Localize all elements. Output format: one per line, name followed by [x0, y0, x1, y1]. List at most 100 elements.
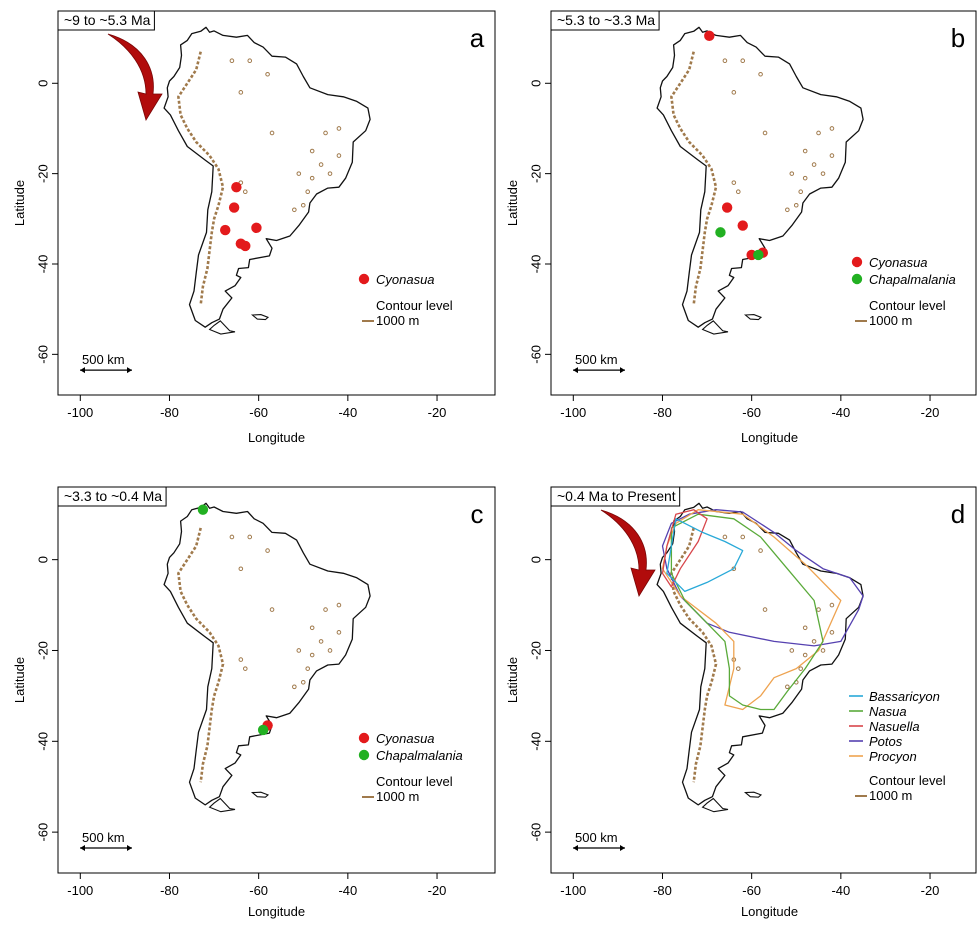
y-tick-label: -20 [528, 164, 543, 183]
scale-bar-label: 500 km [82, 352, 125, 367]
x-tick-label: -40 [831, 405, 850, 420]
x-tick-label: -40 [338, 883, 357, 898]
y-axis-label: Latitude [505, 657, 520, 703]
highland-contour-patch [722, 534, 728, 540]
y-tick-label: -20 [528, 641, 543, 660]
x-tick-label: -40 [338, 405, 357, 420]
highland-contour-patch [802, 625, 808, 631]
highland-contour-patch [758, 548, 763, 553]
occurrence-chapalmalania [753, 249, 764, 261]
highland-contour-patch [722, 58, 728, 63]
highland-contour-patch [247, 58, 253, 63]
highland-contour-patch [336, 153, 342, 158]
highland-contour-patch [309, 148, 315, 154]
highland-contour-patch [829, 630, 835, 635]
occurrence-chapalmalania [197, 504, 209, 515]
legend-label-nasua: Nasua [869, 704, 907, 719]
occurrence-cyonasua [251, 222, 262, 234]
highland-contour-patch [336, 630, 342, 635]
legend-label-nasuella: Nasuella [869, 719, 920, 734]
y-axis-label: Latitude [12, 180, 27, 226]
highland-contour-patch [731, 180, 737, 185]
y-axis-label: Latitude [12, 657, 27, 703]
andes-1000m-contour [670, 527, 718, 783]
panel-frame [550, 486, 977, 874]
x-tick-label: -100 [560, 883, 586, 898]
occurrence-cyonasua [721, 202, 733, 213]
occurrence-cyonasua [737, 220, 748, 231]
highland-contour-patch [802, 175, 808, 181]
legend-contour-level: 1000 m [376, 789, 419, 804]
map-panel-d: -100-80-60-40-200-20-40-60LongitudeLatit… [505, 486, 977, 919]
highland-contour-patch [793, 202, 799, 208]
x-tick-label: -60 [249, 405, 268, 420]
highland-contour-patch [829, 126, 835, 131]
highland-contour-patch [323, 130, 328, 136]
highland-contour-patch [802, 652, 808, 658]
period-label-box [57, 486, 167, 507]
highland-contour-patch [318, 639, 324, 644]
y-tick-label: -40 [35, 255, 50, 274]
legend-marker-cyonasua [358, 273, 370, 285]
highland-contour-patch [758, 71, 763, 77]
range-nasua [670, 513, 824, 711]
highland-contour-patch [816, 130, 821, 136]
highland-contour-patch [762, 130, 768, 136]
y-axis-label: Latitude [505, 180, 520, 226]
panel-frame [57, 10, 496, 396]
y-tick-label: 0 [35, 80, 50, 87]
tierra-del-fuego-coastline [701, 797, 729, 813]
y-tick-label: -60 [35, 823, 50, 842]
legend-label-potos: Potos [869, 734, 903, 749]
legend-contour-label: Contour level [376, 298, 453, 313]
highland-contour-patch [309, 652, 315, 658]
x-tick-label: -20 [921, 883, 940, 898]
x-tick-label: -80 [653, 405, 672, 420]
x-axis-label: Longitude [741, 904, 798, 919]
y-tick-label: -20 [35, 164, 50, 183]
highland-contour-patch [829, 153, 835, 158]
range-nasuella [661, 509, 708, 588]
andes-1000m-contour [177, 527, 225, 783]
x-axis-label: Longitude [248, 430, 305, 445]
highland-contour-patch [811, 639, 817, 644]
highland-contour-patch [238, 657, 244, 662]
legend-marker-chapalmalania [851, 273, 863, 285]
highland-contour-patch [309, 175, 315, 181]
tierra-del-fuego-coastline [701, 320, 729, 335]
highland-contour-patch [327, 648, 333, 653]
map-panel-a: -100-80-60-40-200-20-40-60LongitudeLatit… [12, 10, 496, 445]
x-tick-label: -60 [249, 883, 268, 898]
x-axis-label: Longitude [248, 904, 305, 919]
highland-contour-patch [798, 189, 804, 195]
period-label: ~3.3 to ~0.4 Ma [64, 488, 162, 504]
highland-contour-patch [731, 566, 737, 572]
falklands-coastline [250, 314, 270, 321]
y-tick-label: -60 [528, 345, 543, 364]
south-america-coastline [656, 26, 864, 328]
highland-contour-patch [735, 666, 741, 671]
period-label-box [550, 10, 660, 31]
highland-contour-patch [269, 607, 275, 612]
highland-contour-patch [305, 666, 311, 671]
x-tick-label: -20 [428, 405, 447, 420]
range-bassaricyon [666, 518, 744, 593]
y-tick-label: 0 [528, 80, 543, 87]
occurrence-chapalmalania [257, 724, 269, 736]
highland-contour-patch [785, 207, 790, 213]
occurrence-cyonasua [704, 30, 715, 42]
y-tick-label: -60 [35, 345, 50, 364]
legend-contour-level: 1000 m [376, 313, 419, 328]
legend-marker-cyonasua [358, 732, 370, 744]
legend-label-cyonasua: Cyonasua [869, 255, 928, 270]
falklands-coastline [250, 791, 270, 798]
highland-contour-patch [740, 534, 746, 540]
legend-contour-label: Contour level [869, 298, 946, 313]
highland-contour-patch [269, 130, 275, 136]
legend-contour-level: 1000 m [869, 313, 912, 328]
highland-contour-patch [735, 189, 741, 195]
highland-contour-patch [762, 607, 768, 612]
occurrence-cyonasua [240, 240, 251, 252]
x-tick-label: -100 [67, 883, 93, 898]
y-tick-label: 0 [35, 556, 50, 563]
